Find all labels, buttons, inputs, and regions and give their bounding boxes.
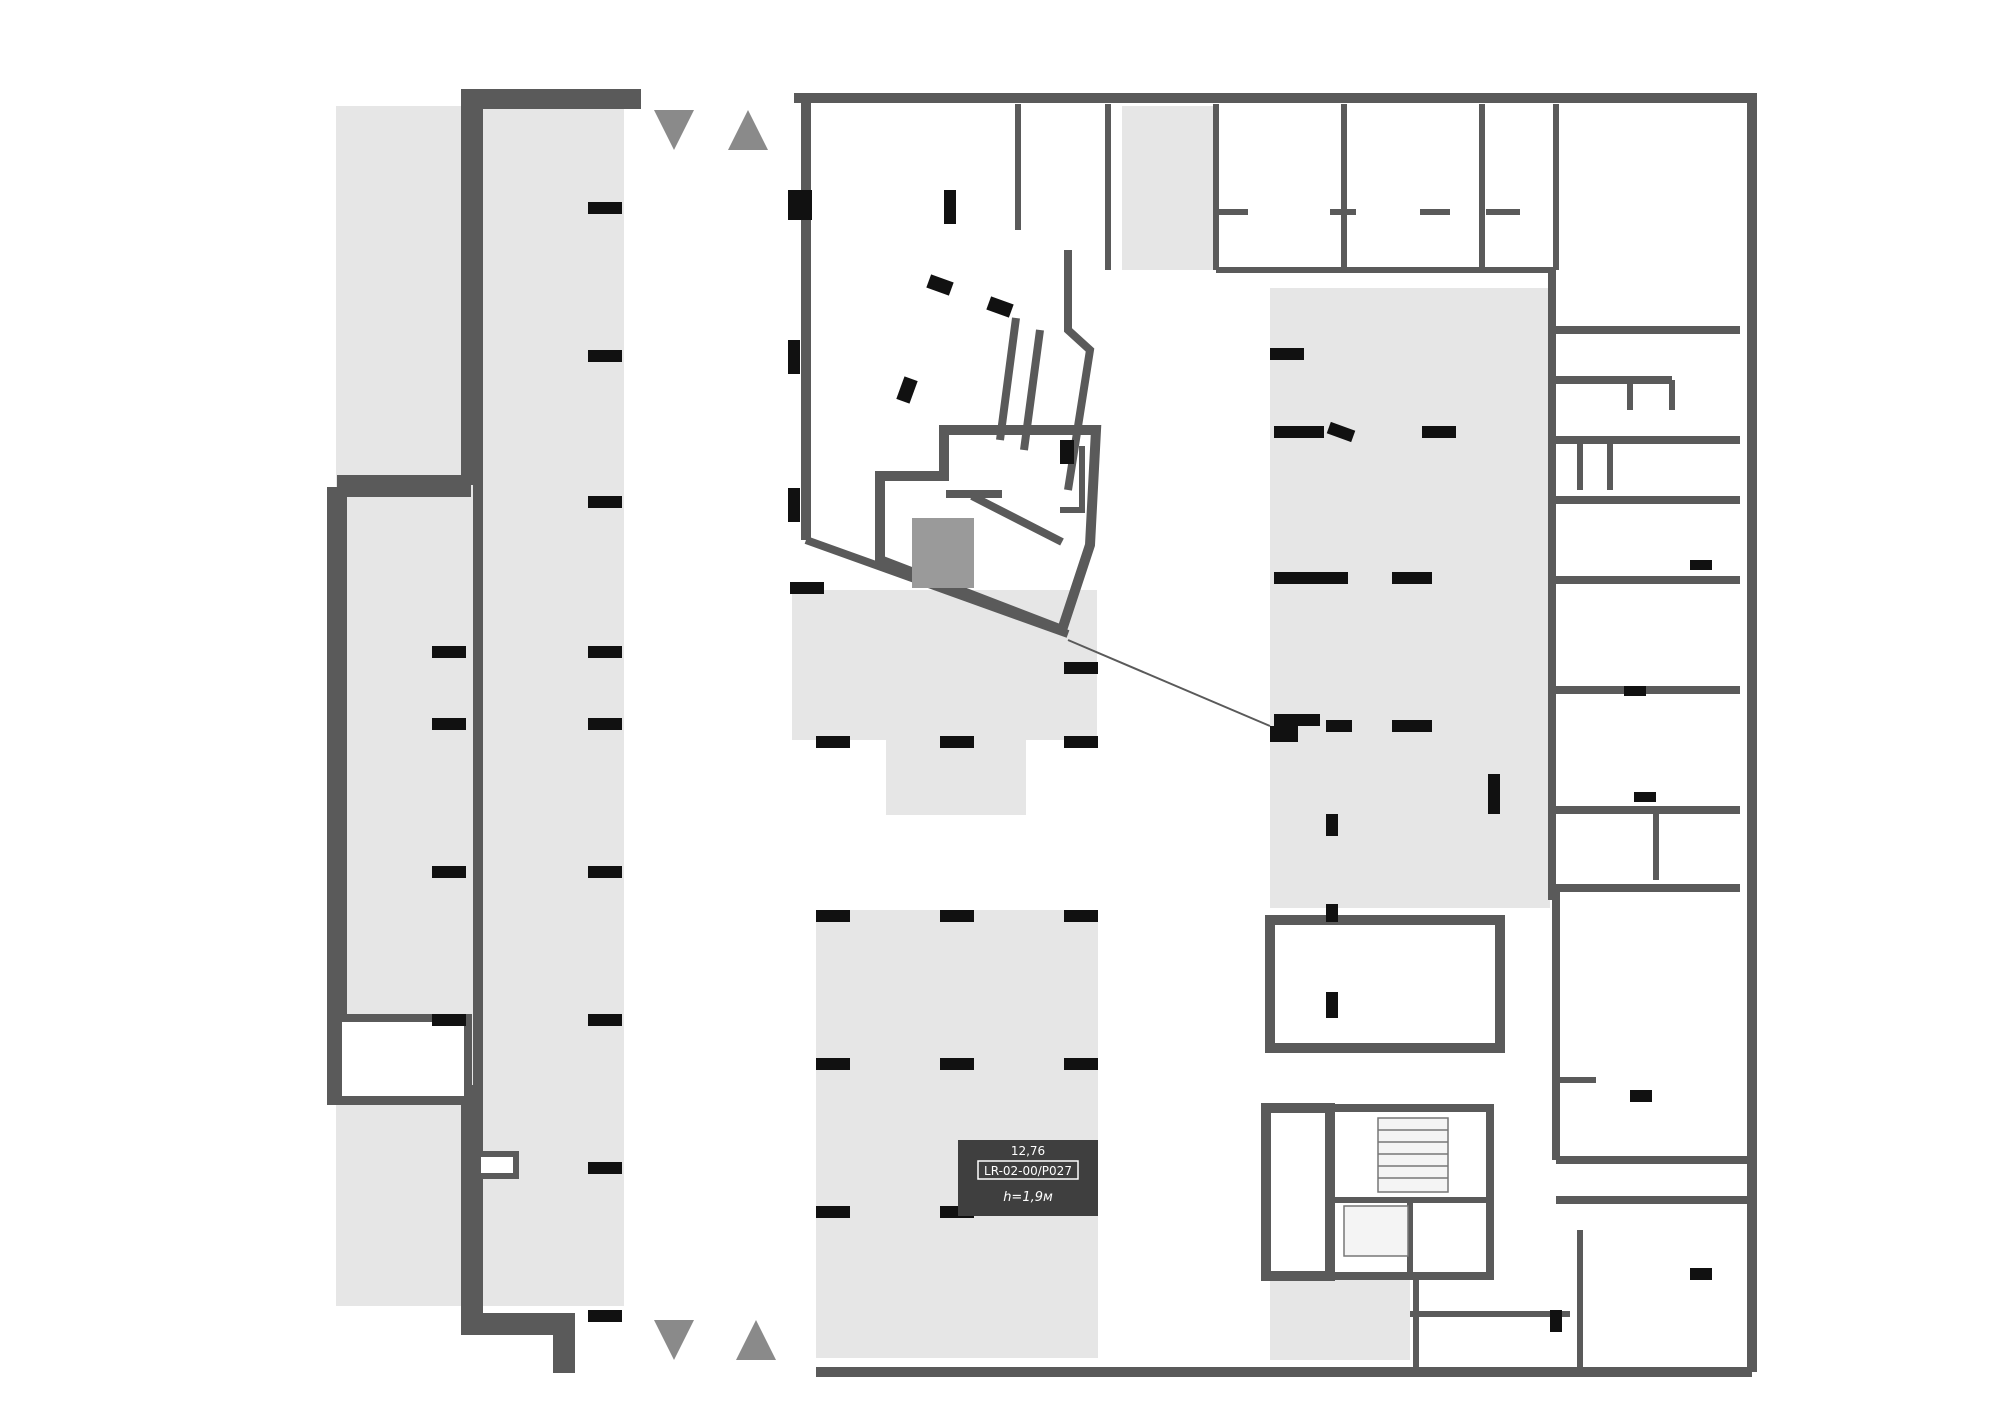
column <box>1392 572 1432 584</box>
zone-top-corridor <box>1122 106 1216 270</box>
column <box>1274 426 1324 438</box>
left-building-walls <box>327 89 641 1373</box>
column <box>1270 726 1298 742</box>
column <box>816 1206 850 1218</box>
down-arrow-icon <box>654 110 694 150</box>
unit-label[interactable]: 12,76 LR-02-00/P027 h=1,9м <box>958 1140 1098 1216</box>
right-building-walls <box>794 93 1757 1377</box>
stair-lower <box>1343 1117 1449 1257</box>
column <box>1274 714 1320 726</box>
column <box>588 646 622 658</box>
column <box>1326 992 1338 1018</box>
column <box>1064 736 1098 748</box>
stair-upper <box>912 518 974 588</box>
column <box>1634 792 1656 802</box>
column <box>790 582 824 594</box>
column <box>1064 910 1098 922</box>
unit-height: h=1,9м <box>1003 1190 1053 1205</box>
column <box>588 202 622 214</box>
column <box>816 910 850 922</box>
column <box>588 1310 622 1322</box>
column <box>940 1058 974 1070</box>
column <box>1326 904 1338 922</box>
column <box>432 646 466 658</box>
column <box>1690 560 1712 570</box>
stairs <box>912 518 1449 1257</box>
column <box>1326 720 1352 732</box>
unit-code-box <box>977 1160 1079 1180</box>
zone-center-lower <box>816 910 1098 1358</box>
column <box>944 190 956 224</box>
column <box>432 718 466 730</box>
zone-center-upper-notch <box>886 740 1026 815</box>
column <box>1550 1310 1562 1332</box>
column <box>926 274 954 296</box>
unit-area: 12,76 <box>1011 1144 1045 1158</box>
up-arrow-icon <box>728 110 768 150</box>
column <box>816 736 850 748</box>
column <box>940 736 974 748</box>
unit-label-background <box>958 1140 1098 1216</box>
unit-code: LR-02-00/P027 <box>984 1164 1072 1178</box>
up-arrow-icon <box>736 1320 776 1360</box>
column <box>588 718 622 730</box>
zone-right-large <box>1270 288 1550 908</box>
column <box>940 910 974 922</box>
ramp-line <box>1067 639 1271 727</box>
column <box>588 1014 622 1026</box>
column <box>432 1014 466 1026</box>
down-arrow-icon <box>654 1320 694 1360</box>
column <box>788 190 812 220</box>
direction-arrows <box>654 110 776 1360</box>
column <box>816 1058 850 1070</box>
column <box>1488 774 1500 814</box>
column <box>896 376 918 404</box>
column <box>1060 440 1074 464</box>
column <box>1422 426 1456 438</box>
column <box>1274 572 1348 584</box>
column <box>1624 686 1646 696</box>
column <box>1392 720 1432 732</box>
zone-center-upper <box>792 590 1097 740</box>
column <box>588 1162 622 1174</box>
column <box>588 350 622 362</box>
column <box>432 866 466 878</box>
column <box>788 488 800 522</box>
column <box>1326 421 1356 443</box>
column <box>1690 1268 1712 1280</box>
column <box>986 296 1014 318</box>
zone-left-wing <box>336 500 466 1080</box>
column <box>788 340 800 374</box>
column <box>588 866 622 878</box>
column <box>1064 662 1098 674</box>
column <box>588 496 622 508</box>
structural-columns <box>432 190 1712 1332</box>
column <box>1064 1058 1098 1070</box>
column <box>1270 348 1304 360</box>
column <box>1326 814 1338 836</box>
column <box>1630 1090 1652 1102</box>
zone-bottom-corridor <box>1270 1280 1410 1360</box>
